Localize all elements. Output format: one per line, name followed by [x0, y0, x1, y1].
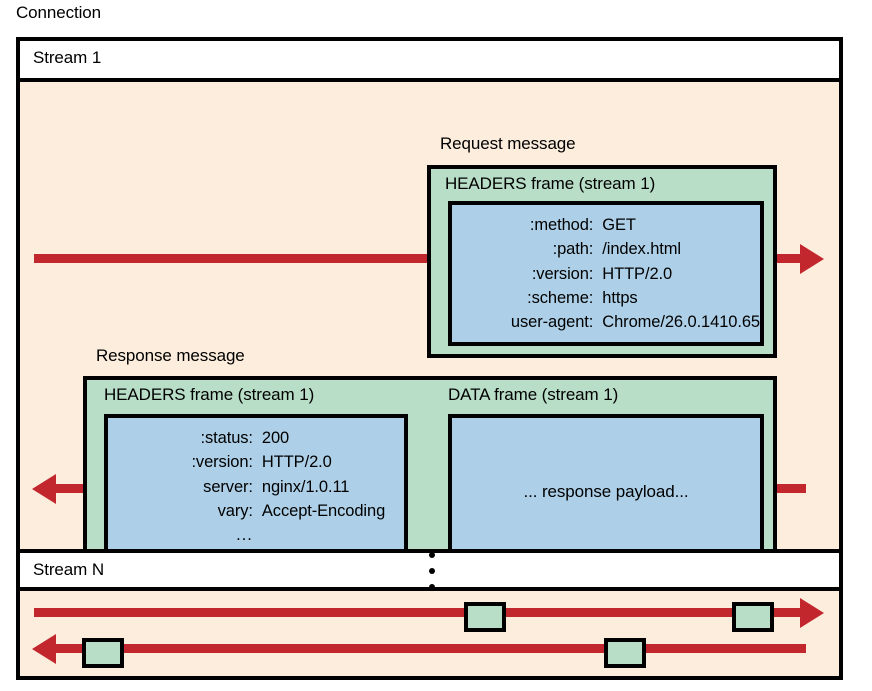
response-header-value: HTTP/2.0 — [261, 453, 332, 472]
stream-n-outbound-arrowhead-icon — [800, 598, 824, 628]
request-headers-table: :method: GET :path: /index.html :version: HTT… — [452, 213, 760, 334]
response-flow-arrowhead-icon — [32, 474, 56, 504]
request-header-value: https — [602, 288, 638, 307]
response-header-row: vary: Accept-Encoding — [108, 499, 404, 523]
response-header-row: server: nginx/1.0.11 — [108, 475, 404, 499]
request-flow-arrowhead-icon — [800, 244, 824, 274]
stream-n-band: Stream N — [20, 549, 839, 591]
request-headers-payload: :method: GET :path: /index.html :version: HTT… — [448, 201, 764, 346]
stream-1-band: Stream 1 — [20, 41, 839, 82]
stream-n-frame-chip — [604, 638, 646, 668]
response-headers-table: :status: 200 :version: HTTP/2.0 server: nginx… — [108, 426, 404, 547]
connection-frame: Stream 1 Request message HEADERS frame (… — [16, 37, 843, 680]
stream-n-outbound-flow-line — [34, 608, 806, 617]
response-data-payload: ... response payload... — [448, 414, 764, 570]
stream-n-body — [20, 591, 839, 676]
response-data-frame-title: DATA frame (stream 1) — [448, 385, 619, 404]
response-headers-payload: :status: 200 :version: HTTP/2.0 server: nginx… — [104, 414, 408, 570]
response-header-ellipsis: ... — [236, 526, 253, 545]
request-header-value: Chrome/26.0.1410.65 — [602, 313, 760, 332]
request-header-key: :version: — [531, 264, 594, 283]
stream-n-frame-chip — [464, 602, 506, 632]
stream-n-inbound-arrowhead-icon — [32, 634, 56, 664]
stream-1-label: Stream 1 — [33, 48, 102, 67]
request-header-key: :method: — [529, 216, 594, 234]
response-header-key: vary: — [217, 501, 253, 520]
stream-n-frame-chip — [732, 602, 774, 632]
request-header-key: :path: — [552, 240, 594, 259]
request-headers-frame: HEADERS frame (stream 1) :method: GET :pat… — [427, 165, 777, 358]
response-data-payload-text: ... response payload... — [523, 482, 689, 501]
response-frames-group: HEADERS frame (stream 1) DATA frame (str… — [83, 376, 777, 582]
request-header-row: :path: /index.html — [452, 237, 760, 261]
request-header-row: user-agent: Chrome/26.0.1410.65 — [452, 310, 760, 334]
request-header-key: :scheme: — [527, 288, 594, 307]
response-header-value: Accept-Encoding — [261, 501, 386, 520]
request-header-row: :version: HTTP/2.0 — [452, 262, 760, 286]
response-header-key: :status: — [200, 429, 253, 447]
response-header-ellipsis-row: ... — [108, 523, 404, 547]
response-message-label: Response message — [96, 346, 245, 365]
stream-n-label: Stream N — [33, 560, 104, 579]
request-message-label: Request message — [440, 134, 576, 153]
request-header-row: :method: GET — [452, 213, 760, 237]
request-header-value: GET — [602, 216, 636, 234]
request-header-key: user-agent: — [510, 313, 594, 332]
request-header-row: :scheme: https — [452, 286, 760, 310]
response-header-row: :status: 200 — [108, 426, 404, 450]
stream-n-frame-chip — [82, 638, 124, 668]
stream-1-body: Request message HEADERS frame (stream 1)… — [20, 82, 839, 582]
response-header-value: nginx/1.0.11 — [261, 477, 350, 496]
vertical-ellipsis-icon — [429, 545, 439, 601]
response-header-row: :version: HTTP/2.0 — [108, 450, 404, 474]
connection-caption: Connection — [16, 3, 102, 22]
response-header-key: :version: — [191, 453, 253, 472]
response-headers-frame-title: HEADERS frame (stream 1) — [104, 385, 315, 404]
response-header-value: 200 — [261, 429, 290, 447]
response-header-key: server: — [203, 477, 253, 496]
stream-n-inbound-flow-line — [56, 644, 806, 653]
request-header-value: HTTP/2.0 — [602, 264, 673, 283]
request-flow-line — [34, 254, 806, 263]
request-headers-frame-title: HEADERS frame (stream 1) — [445, 174, 656, 193]
request-header-value: /index.html — [602, 240, 681, 259]
